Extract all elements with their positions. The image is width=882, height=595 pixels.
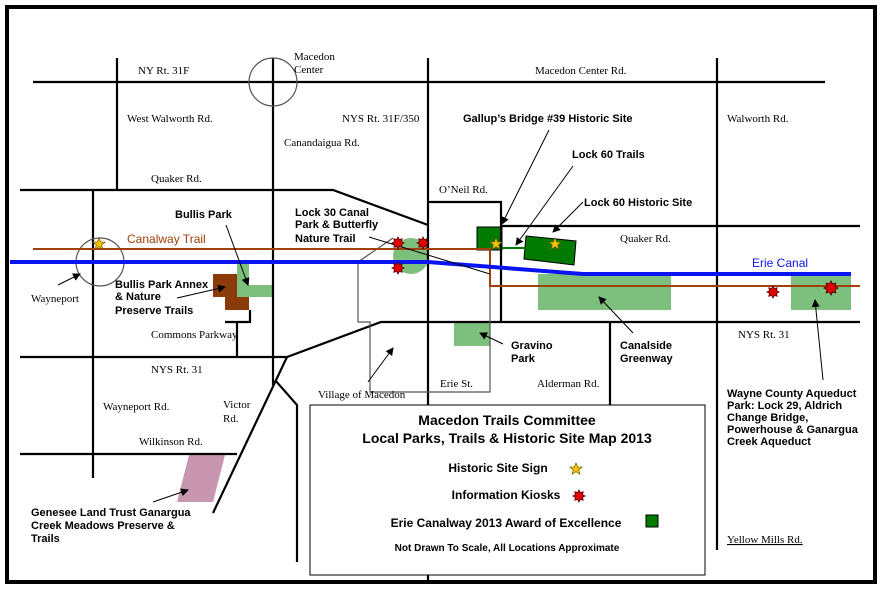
label-bullis-annex: Bullis Park Annex xyxy=(115,279,209,291)
label-wayne-county: Change Bridge, xyxy=(727,412,808,424)
label-commons-parkway: Commons Parkway xyxy=(151,329,238,341)
label-macedon-center-rd: Macedon Center Rd. xyxy=(535,65,627,77)
wayne-county-aqueduct-area xyxy=(791,274,851,310)
label-nys31-east: NYS Rt. 31 xyxy=(738,329,790,341)
label-gallups-bridge: Gallup’s Bridge #39 Historic Site xyxy=(463,113,633,125)
label-genesee-land-trust: Genesee Land Trust Ganargua xyxy=(31,507,191,519)
legend-subtitle: Local Parks, Trails & Historic Site Map … xyxy=(362,430,652,446)
kiosk-icon xyxy=(823,280,839,296)
label-victor-rd: Victor xyxy=(223,399,251,411)
canalside-greenway-area xyxy=(538,274,671,310)
label-wayne-county: Park: Lock 29, Aldrich xyxy=(727,400,842,412)
label-bullis-park: Bullis Park xyxy=(175,209,233,221)
label-lock30: Lock 30 Canal xyxy=(295,207,369,219)
leader-lines xyxy=(57,129,824,503)
label-lock60-trails: Lock 60 Trails xyxy=(572,149,645,161)
label-erie-st: Erie St. xyxy=(440,378,473,390)
genesee-land-trust-area xyxy=(177,455,225,502)
label-alderman-rd: Alderman Rd. xyxy=(537,378,600,390)
label-wilkinson-rd: Wilkinson Rd. xyxy=(139,436,203,448)
erie-canal-line xyxy=(10,260,851,276)
bullis-annex-area xyxy=(213,274,237,297)
star-icon xyxy=(92,237,106,250)
label-canalway-trail: Canalway Trail xyxy=(127,232,206,246)
legend: Macedon Trails Committee Local Parks, Tr… xyxy=(309,404,706,576)
label-genesee-land-trust: Trails xyxy=(31,533,60,545)
label-canalside-greenway: Canalside xyxy=(620,340,672,352)
label-walworth-rd: Walworth Rd. xyxy=(727,113,789,125)
label-macedon-center: Center xyxy=(294,64,324,76)
label-yellow-mills-rd: Yellow Mills Rd. xyxy=(727,534,803,546)
label-oneil-rd: O’Neil Rd. xyxy=(439,184,488,196)
map-frame xyxy=(5,5,877,584)
label-gravino-park: Gravino xyxy=(511,340,553,352)
label-wayne-county: Creek Aqueduct xyxy=(727,436,811,448)
kiosk-icon xyxy=(572,489,586,503)
label-bullis-annex: & Nature xyxy=(115,291,161,303)
label-quaker-rd-east: Quaker Rd. xyxy=(620,233,671,245)
label-quaker-rd: Quaker Rd. xyxy=(151,173,202,185)
lock60-site xyxy=(523,235,577,266)
label-gravino-park: Park xyxy=(511,353,536,365)
kiosk-icon xyxy=(766,285,780,299)
label-macedon-center: Macedon xyxy=(294,51,335,63)
park-areas xyxy=(177,226,851,502)
legend-kiosks: Information Kiosks xyxy=(452,488,561,502)
label-ny31f: NY Rt. 31F xyxy=(138,65,189,77)
legend-note: Not Drawn To Scale, All Locations Approx… xyxy=(395,543,620,554)
label-canandaigua-rd: Canandaigua Rd. xyxy=(284,137,360,149)
label-lock30: Nature Trail xyxy=(295,233,356,245)
legend-historic-sign: Historic Site Sign xyxy=(448,461,547,475)
label-bullis-annex: Preserve Trails xyxy=(115,305,193,317)
legend-title: Macedon Trails Committee xyxy=(418,412,596,428)
label-wayneport: Wayneport xyxy=(31,293,79,305)
kiosk-icon xyxy=(391,261,405,275)
label-wayne-county: Wayne County Aqueduct xyxy=(727,388,857,400)
label-victor-rd: Rd. xyxy=(223,413,239,425)
label-genesee-land-trust: Creek Meadows Preserve & xyxy=(31,520,175,532)
label-lock60-historic: Lock 60 Historic Site xyxy=(584,197,692,209)
kiosk-icon xyxy=(391,236,405,250)
legend-award: Erie Canalway 2013 Award of Excellence xyxy=(391,516,622,530)
award-square-icon xyxy=(645,514,659,528)
label-west-walworth-rd: West Walworth Rd. xyxy=(127,113,213,125)
label-canalside-greenway: Greenway xyxy=(620,353,673,365)
label-lock30: Park & Butterfly xyxy=(295,219,379,231)
label-wayne-county: Powerhouse & Ganargua xyxy=(727,424,859,436)
label-nys31: NYS Rt. 31 xyxy=(151,364,203,376)
label-nys31f350: NYS Rt. 31F/350 xyxy=(342,113,420,125)
label-village-of-macedon: Village of Macedon xyxy=(318,389,406,401)
label-wayneport-rd: Wayneport Rd. xyxy=(103,401,170,413)
gravino-park-area xyxy=(454,322,490,346)
label-erie-canal: Erie Canal xyxy=(752,256,808,270)
kiosk-icon xyxy=(416,236,430,250)
macedon-center-circle xyxy=(248,57,298,107)
